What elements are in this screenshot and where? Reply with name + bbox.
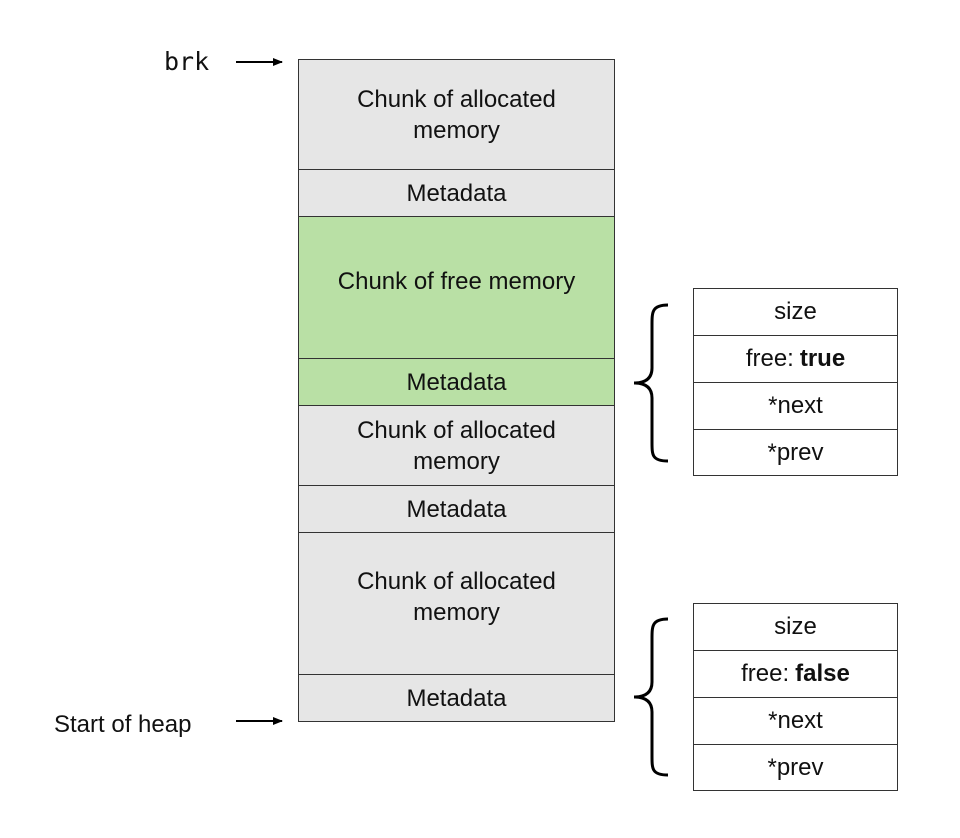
table-2-row-size: size [693,603,898,651]
free-value-false: false [795,660,850,687]
table-1-row-prev: *prev [693,429,898,476]
table-2-row-next: *next [693,697,898,745]
start-of-heap-label: Start of heap [54,711,192,738]
table-1-row-size: size [693,288,898,336]
table-2-row-prev: *prev [693,744,898,791]
metadata-block-2-text: Metadata [406,368,507,396]
curly-brace-free-icon [633,303,669,463]
table-1-row-free: free:true [693,335,898,383]
free-value-true: true [799,345,846,372]
metadata-block-4: Metadata [298,674,615,722]
table-2-row-free: free:false [693,650,898,698]
metadata-block-2: Metadata [298,358,615,406]
metadata-block-4-text: Metadata [406,684,507,712]
free-chunk: Chunk of free memory [298,216,615,359]
metadata-block-1-text: Metadata [406,179,507,207]
metadata-block-3: Metadata [298,485,615,533]
brk-label: brk [164,47,210,76]
free-chunk-text: Chunk of free memory [337,268,576,295]
table-1-row-next: *next [693,382,898,430]
curly-brace-allocated-icon [633,617,669,777]
metadata-block-3-text: Metadata [406,495,507,523]
